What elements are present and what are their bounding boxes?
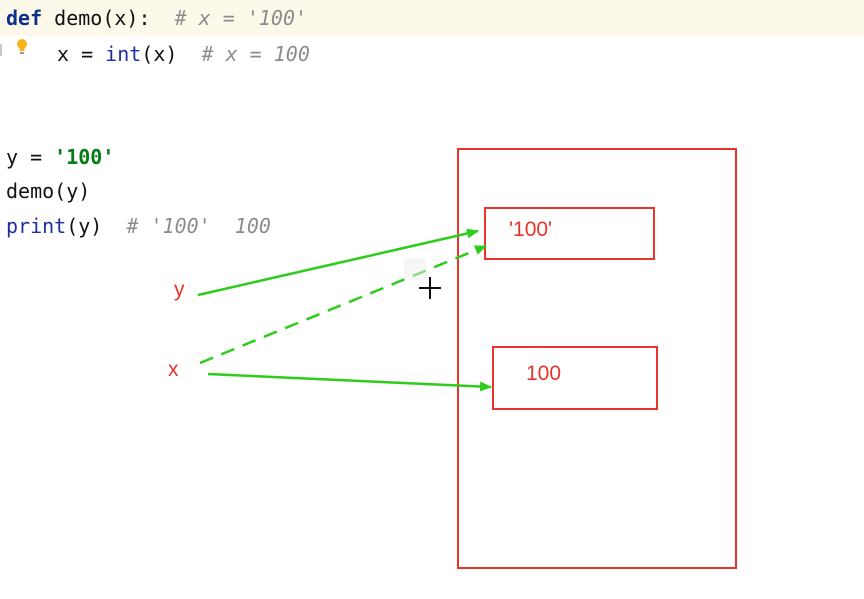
function-signature: demo(x):: [42, 6, 151, 30]
code-line-int-conversion[interactable]: x = int(x) # x = 100: [57, 42, 310, 66]
print-call-args: (y): [66, 214, 103, 238]
crosshair-cursor-icon: [404, 258, 441, 299]
variable-label-y: y: [174, 278, 185, 301]
demo-call-text: demo(y): [6, 179, 91, 203]
object-box-int: [492, 346, 658, 410]
code-line-demo-call[interactable]: demo(y): [6, 179, 90, 203]
comment-x-int: # x = 100: [201, 42, 310, 66]
current-line-highlight: [0, 0, 864, 36]
string-literal-100: '100': [54, 145, 115, 169]
arrow-y-to-string: [197, 228, 479, 297]
int-call-args: (x): [141, 42, 178, 66]
keyword-def: def: [6, 6, 43, 30]
code-line-assign-y[interactable]: y = '100': [6, 145, 114, 169]
code-line-print[interactable]: print(y) # '100' 100: [6, 214, 271, 238]
assign-y-prefix: y =: [6, 145, 55, 169]
memory-frame: [457, 148, 737, 569]
code-line-def[interactable]: def demo(x): # x = '100': [6, 6, 307, 30]
comment-print-output: # '100' 100: [126, 214, 271, 238]
object-box-string: [484, 207, 655, 260]
builtin-int: int: [105, 42, 142, 66]
object-label-string: '100': [509, 218, 552, 241]
variable-label-x: x: [168, 358, 179, 381]
arrow-x-to-string-dashed: [199, 244, 487, 365]
lightbulb-icon[interactable]: [15, 38, 29, 56]
builtin-print: print: [6, 214, 67, 238]
object-label-int: 100: [526, 362, 561, 385]
comment-x-string: # x = '100': [174, 6, 308, 30]
arrow-x-to-int: [207, 372, 492, 392]
gutter-marker: [0, 44, 2, 56]
assign-prefix: x =: [57, 42, 106, 66]
